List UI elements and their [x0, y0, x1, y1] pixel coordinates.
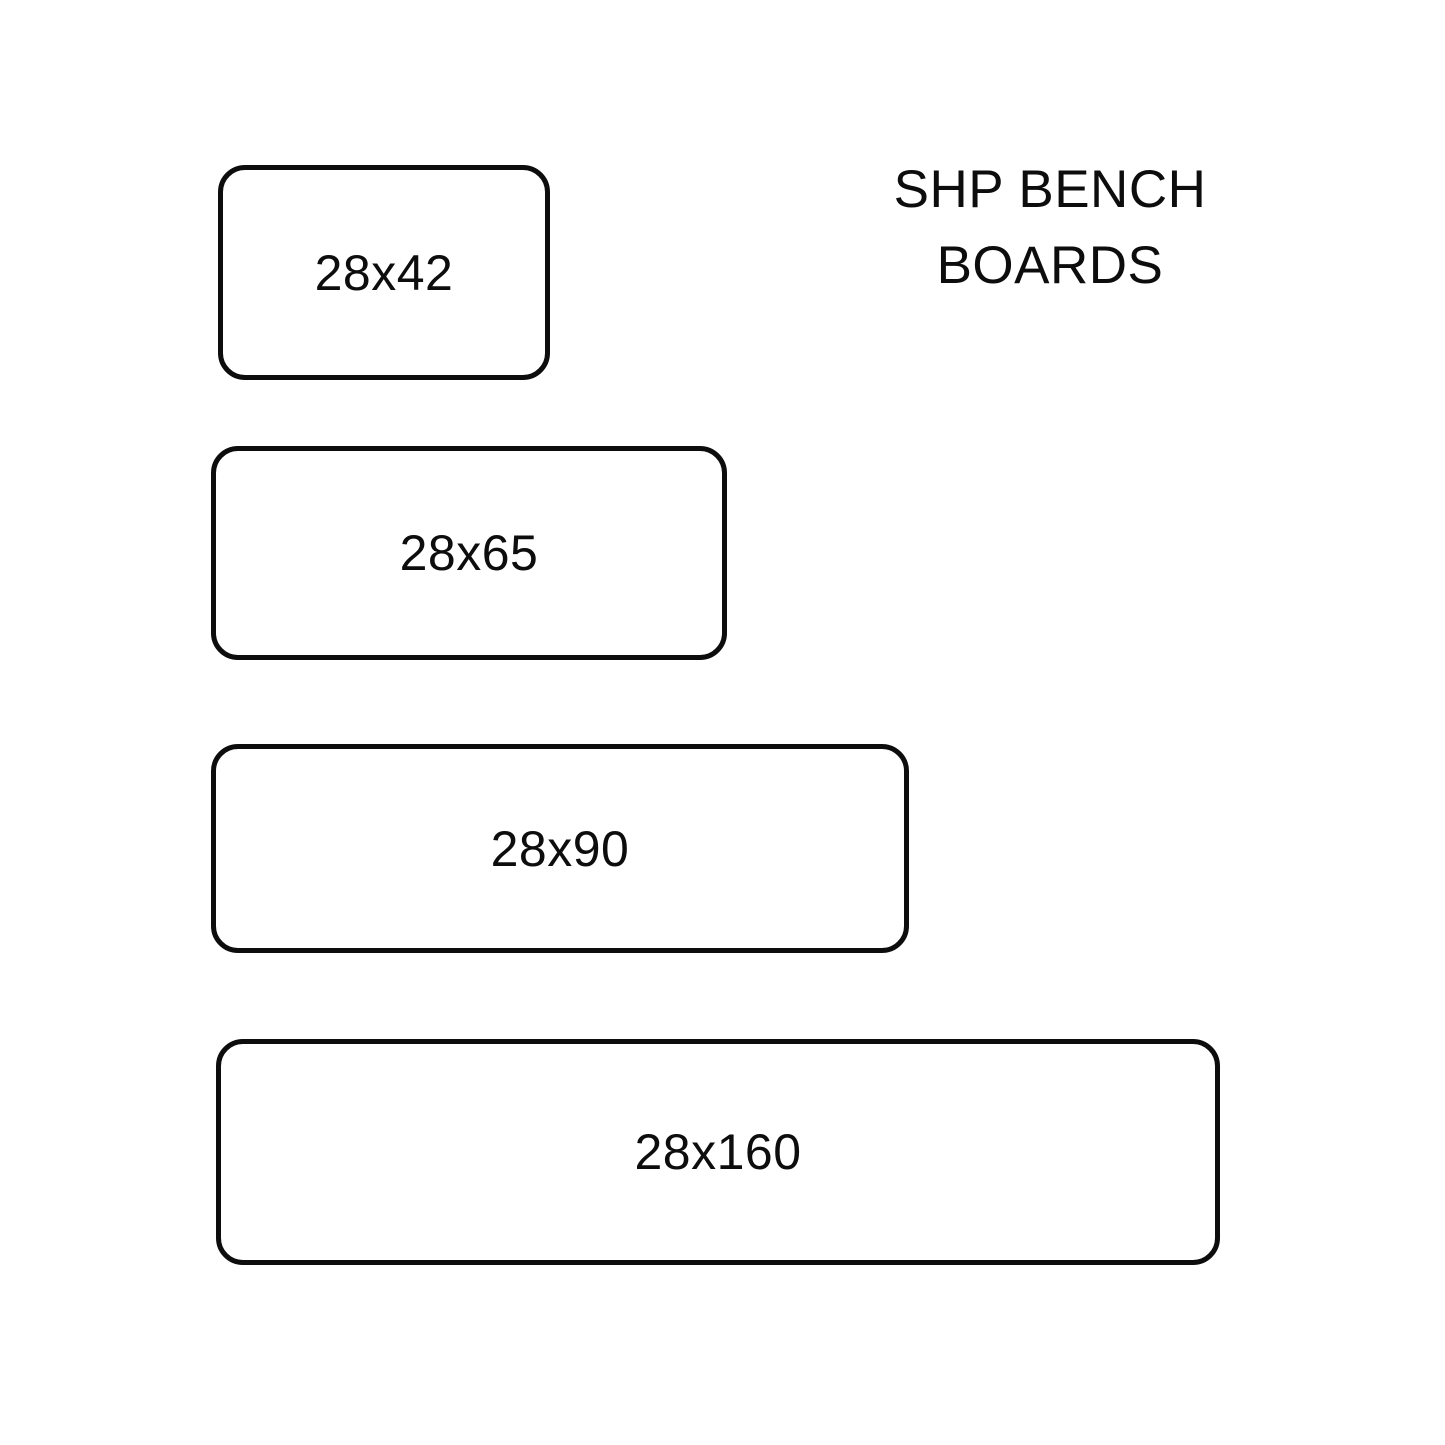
board-28x42: 28x42 [218, 165, 550, 380]
board-28x160: 28x160 [216, 1039, 1220, 1265]
board-size-label: 28x160 [634, 1124, 802, 1180]
diagram-title-line2: BOARDS [936, 236, 1164, 295]
board-28x65: 28x65 [211, 446, 727, 660]
diagram-title-line1: SHP BENCH [893, 160, 1207, 219]
board-28x90: 28x90 [211, 744, 909, 953]
board-size-label: 28x42 [314, 244, 454, 301]
board-size-label: 28x90 [490, 820, 630, 877]
board-size-label: 28x65 [399, 525, 539, 581]
diagram-title: SHP BENCH BOARDS [850, 152, 1250, 304]
